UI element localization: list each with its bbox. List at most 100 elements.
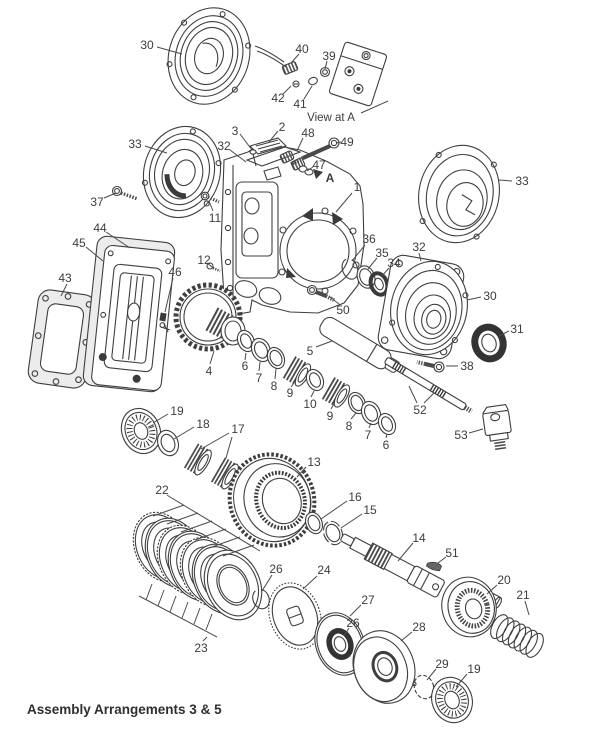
part-27-disc — [314, 612, 366, 676]
part-4-gear — [173, 282, 246, 352]
leader-line-37 — [103, 192, 117, 199]
part-label-21: 21 — [516, 588, 530, 602]
part-label-17: 17 — [231, 422, 245, 436]
part-label-27: 27 — [361, 593, 375, 607]
leader-line-23 — [181, 601, 189, 619]
part-label-35: 35 — [375, 246, 389, 260]
leader-line-51 — [437, 556, 447, 564]
part-9-needle-bearing-a — [282, 356, 312, 387]
leader-line-12 — [206, 262, 213, 268]
leader-line-4 — [209, 350, 215, 365]
leader-line-7-b — [368, 422, 372, 429]
part-label-8-b: 8 — [346, 419, 353, 433]
leader-line-10 — [310, 390, 315, 398]
part-label-26-b: 26 — [346, 616, 360, 630]
part-label-3: 3 — [232, 124, 239, 138]
part-label-26-a: 26 — [269, 562, 283, 576]
leader-line-23 — [145, 583, 153, 601]
part-label-18: 18 — [196, 417, 210, 431]
part-label-30-right: 30 — [483, 289, 497, 303]
leader-line-45 — [85, 246, 104, 262]
part-17-bearing-b — [210, 457, 239, 490]
leader-line-13 — [296, 466, 307, 478]
part-label-16: 16 — [348, 490, 362, 504]
part-label-32-right: 32 — [412, 240, 426, 254]
part-label-46: 46 — [168, 265, 182, 279]
part-label-12: 12 — [197, 253, 211, 267]
leader-line-29 — [426, 668, 437, 681]
leader-line-15 — [340, 513, 363, 529]
part-label-48: 48 — [301, 126, 315, 140]
part-label-view-at-a: View at A — [307, 112, 355, 124]
leader-line-2 — [268, 130, 279, 143]
leader-line-6-a — [244, 352, 247, 361]
leader-line-23 — [202, 636, 208, 642]
part-46-detent — [159, 312, 171, 333]
leader-line-36 — [351, 244, 366, 262]
part-20-clutch-hub — [441, 576, 497, 638]
leader-line-39 — [324, 60, 328, 70]
part-48-spacers — [279, 150, 306, 171]
part-30-right-cover — [389, 260, 469, 356]
part-41-washer — [308, 76, 318, 86]
part-7-washer-a — [250, 337, 272, 363]
leader-lines-layer — [60, 46, 530, 688]
part-36-snap-ring — [341, 258, 359, 280]
part-label-11: 11 — [209, 211, 222, 225]
part-40-hose-fitting — [254, 45, 299, 75]
part-label-9-a: 9 — [287, 386, 294, 400]
part-29-snap-ring — [412, 674, 435, 700]
leader-line-44 — [105, 231, 131, 249]
part-26-snap-ring-a — [252, 588, 270, 610]
part-3-dowel-pin — [249, 149, 257, 167]
part-10-washer — [305, 368, 325, 392]
part-label-33-right: 33 — [515, 174, 529, 188]
part-33-right-cover — [418, 144, 500, 244]
part-16-washer — [304, 511, 324, 535]
part-7-washer-b — [360, 400, 382, 426]
part-39-o-ring-inner — [322, 69, 328, 75]
leader-line-22 — [194, 528, 227, 541]
part-50-bolt — [306, 284, 335, 302]
leader-line-16 — [320, 500, 348, 520]
leader-line-52 — [408, 385, 418, 404]
leader-line-31 — [498, 330, 510, 337]
part-label-41: 41 — [293, 97, 307, 111]
part-label-4: 4 — [206, 364, 213, 378]
leader-line-view-at-a — [360, 100, 389, 114]
leader-line-33-right — [498, 179, 513, 182]
part-label-22: 22 — [155, 483, 169, 497]
part-label-13: 13 — [307, 455, 321, 469]
part-8-washer-a — [266, 346, 286, 370]
leader-line-19-a — [152, 413, 169, 424]
view-direction-arrow-icon — [313, 169, 323, 179]
part-13-ring-gear — [227, 452, 317, 548]
leader-line-23 — [157, 589, 165, 607]
part-label-2: 2 — [279, 120, 286, 134]
part-label-24: 24 — [317, 563, 331, 577]
leader-line-26-b — [343, 627, 350, 637]
part-31-seal — [471, 323, 507, 363]
part-label-29: 29 — [435, 657, 449, 671]
part-label-28: 28 — [412, 620, 426, 634]
part-label-20: 20 — [497, 573, 511, 587]
leader-line-22 — [222, 544, 255, 557]
part-label-47: 47 — [312, 158, 326, 172]
leader-line-33-left — [144, 145, 168, 154]
part-34-seal — [368, 271, 390, 297]
leader-line-43 — [60, 283, 68, 297]
part-label-23: 23 — [194, 641, 208, 655]
leader-line-50 — [329, 296, 340, 305]
leader-line-17 — [225, 436, 233, 459]
part-9-needle-bearing-b — [321, 377, 351, 408]
part-label-9-b: 9 — [327, 409, 334, 423]
part-label-34: 34 — [387, 256, 401, 270]
part-label-38: 38 — [460, 359, 474, 373]
part-label-50: 50 — [336, 303, 350, 317]
leader-line-19-b — [455, 673, 468, 688]
part-label-45: 45 — [72, 236, 86, 250]
part-42-screw — [292, 80, 300, 88]
part-label-7-a: 7 — [256, 371, 263, 385]
leader-line-32-left — [229, 149, 247, 163]
